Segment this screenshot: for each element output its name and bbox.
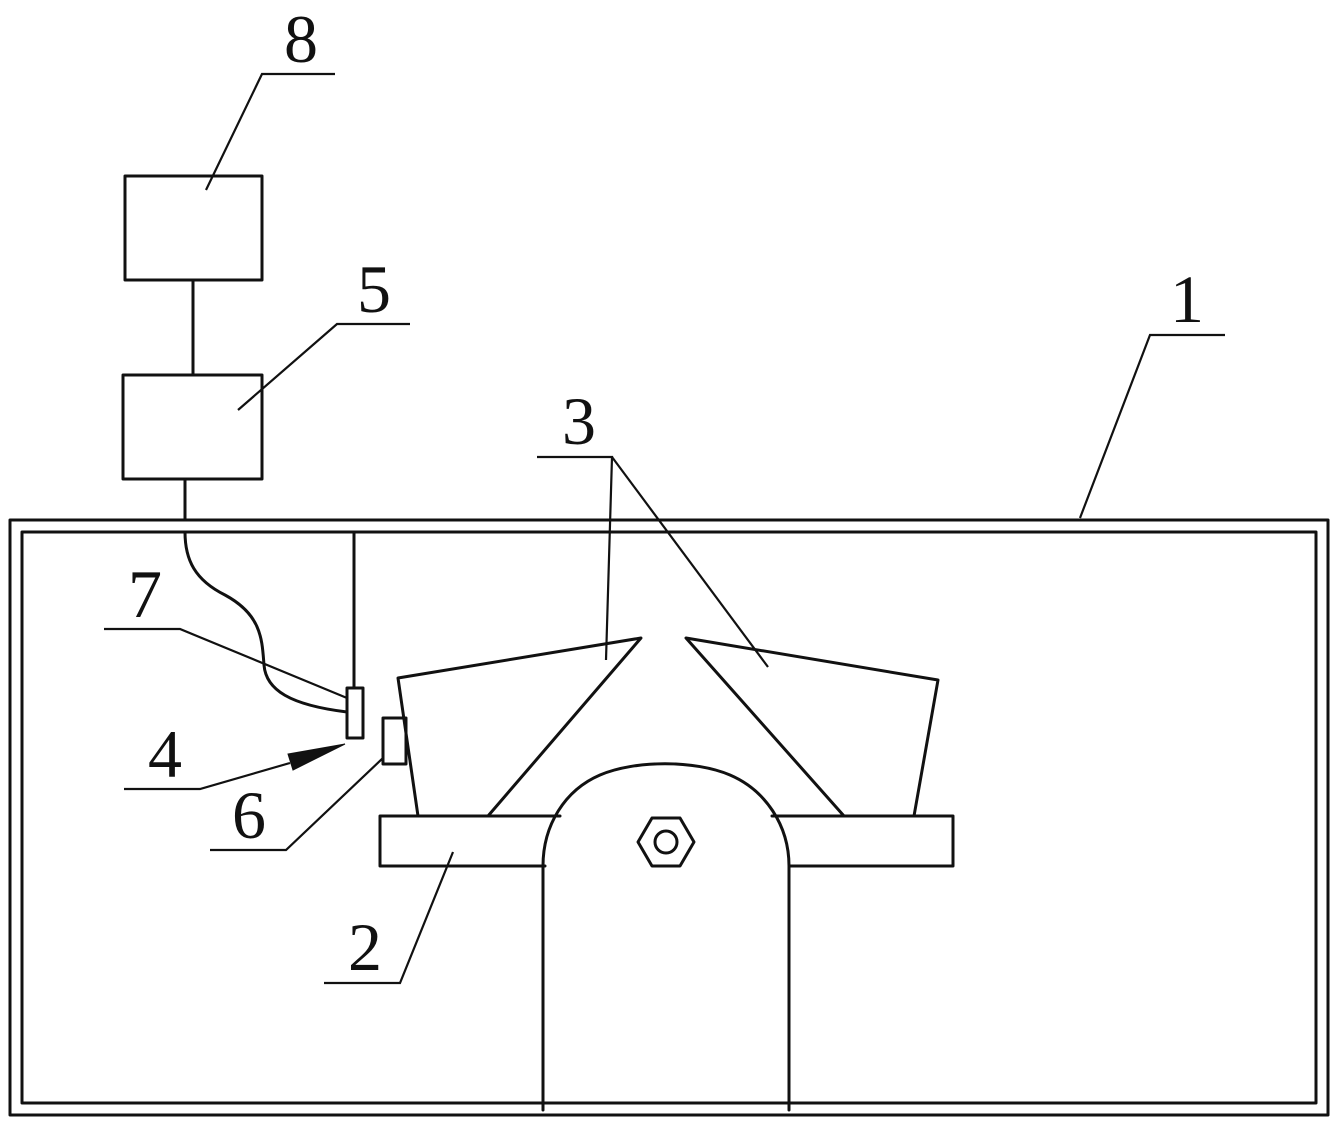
label-housing: 1 [1170,261,1204,337]
right-blade [684,636,940,818]
sensor [345,686,365,740]
target-block [381,716,408,766]
hex-nut [636,816,696,868]
label-controller: 5 [357,251,391,327]
controller-box [121,373,264,481]
sensor-cable [183,477,349,714]
label-target: 6 [232,777,266,853]
arch-support [541,762,791,1112]
base-plate [378,814,955,868]
label-gap: 4 [148,716,182,792]
gap-arrowhead [287,743,346,771]
display-box [123,174,264,282]
left-blade [396,636,643,818]
label-sensor: 7 [128,556,162,632]
label-display: 8 [284,1,318,77]
leader-lines [104,72,1225,985]
label-blades: 3 [562,383,596,459]
label-base-plate: 2 [348,909,382,985]
